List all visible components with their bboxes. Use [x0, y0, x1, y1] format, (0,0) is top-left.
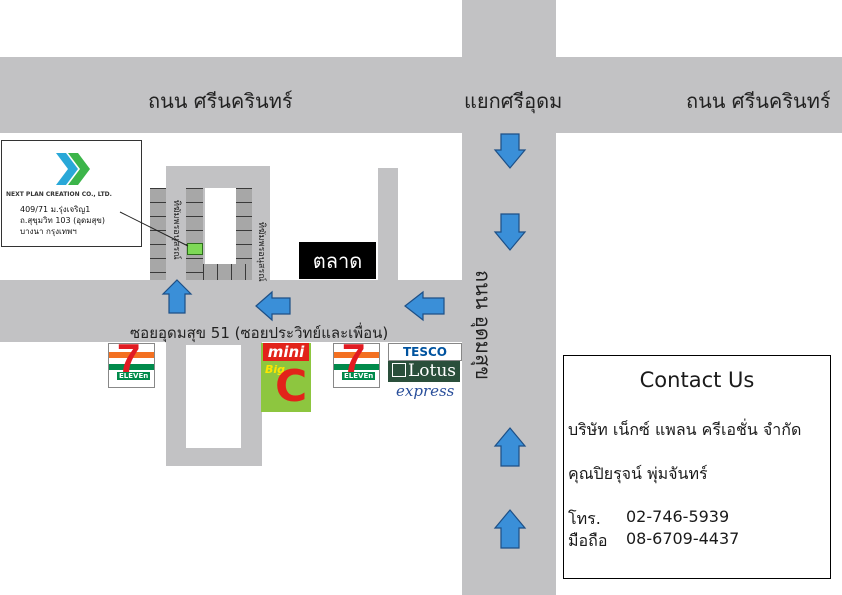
market-sign: ตลาด [299, 242, 376, 279]
arrow-up-2 [493, 509, 527, 549]
seven-eleven-logo-1: 7 ELEVEn [108, 338, 155, 388]
arrow-up-1 [493, 427, 527, 467]
location-marker [187, 243, 203, 255]
soi-label: ซอยอุดมสุข 51 (ซอยประวิทย์และเพื่อน) [130, 324, 389, 342]
contact-phone-label: โทร. [568, 509, 601, 528]
building-row-mid [186, 188, 203, 280]
arrow-down-1 [493, 133, 527, 169]
seven-eleven-stripe-orange [109, 352, 154, 358]
chevron-logo-icon [56, 153, 90, 185]
seven-eleven-text: ELEVEn [117, 372, 151, 380]
building-row-bottom [203, 264, 252, 280]
seven-eleven-text: ELEVEn [342, 372, 376, 380]
address-line-1: 409/71 ม.รุ่งเจริญ1 [20, 205, 91, 214]
intersection-label: แยกศรีอุดม [464, 89, 563, 113]
company-name: NEXT PLAN CREATION CO., LTD. [6, 191, 112, 198]
seven-eleven-logo-2: 7 ELEVEn [333, 338, 380, 388]
contact-mobile[interactable]: 08-6709-4437 [626, 529, 740, 548]
seven-eleven-stripe-orange [334, 352, 379, 358]
seven-eleven-stripe-green [334, 364, 379, 370]
soi-road [0, 280, 462, 342]
tesco-mid-text: Lotus [408, 361, 457, 381]
lotus-icon [392, 363, 406, 377]
srinakarin-label-left: ถนน ศรีนครินทร์ [148, 89, 293, 113]
building-row-left [150, 188, 166, 280]
contact-phone[interactable]: 02-746-5939 [626, 507, 730, 526]
arrow-left-1 [404, 290, 445, 322]
building-row-right [236, 188, 252, 264]
contact-person: คุณปิยรุจน์ พุ่มจันทร์ [568, 464, 708, 483]
seven-eleven-numeral: 7 [342, 335, 366, 382]
mini-big-c-top: mini [263, 343, 309, 361]
address-line-2: ถ.สุขุมวิท 103 (อุดมสุข) [20, 216, 105, 225]
building-courtyard-south [186, 345, 241, 448]
address-line-3: บางนา กรุงเทพฯ [20, 227, 77, 236]
company-card: NEXT PLAN CREATION CO., LTD. 409/71 ม.รุ… [1, 140, 142, 247]
arrow-down-2 [493, 213, 527, 251]
contact-company: บริษัท เน็กซ์ แพลน ครีเอชั่น จำกัด [568, 420, 802, 439]
udomsuk-road [462, 0, 556, 595]
mini-big-c-letter: C [275, 361, 308, 412]
tesco-bottom: express [396, 382, 455, 400]
srinakarin-label-right: ถนน ศรีนครินทร์ [686, 89, 831, 113]
seven-eleven-numeral: 7 [117, 335, 141, 382]
contact-box: Contact Us บริษัท เน็กซ์ แพลน ครีเอชั่น … [563, 355, 831, 579]
tesco-top: TESCO [388, 343, 462, 361]
arrow-left-2 [255, 290, 291, 322]
mini-big-c-mid: Big [265, 363, 286, 376]
mini-big-c-logo: mini Big C [261, 343, 311, 412]
tesco-mid: Lotus [388, 361, 460, 382]
contact-mobile-label: มือถือ [568, 531, 608, 550]
srinakarin-road [0, 57, 842, 133]
arrow-up-3 [161, 279, 193, 314]
contact-title: Contact Us [639, 368, 755, 392]
tesco-lotus-logo: TESCO Lotus express [388, 343, 462, 401]
building-courtyard-north [205, 188, 236, 264]
seven-eleven-stripe-green [109, 364, 154, 370]
side-lane-right [378, 168, 398, 280]
